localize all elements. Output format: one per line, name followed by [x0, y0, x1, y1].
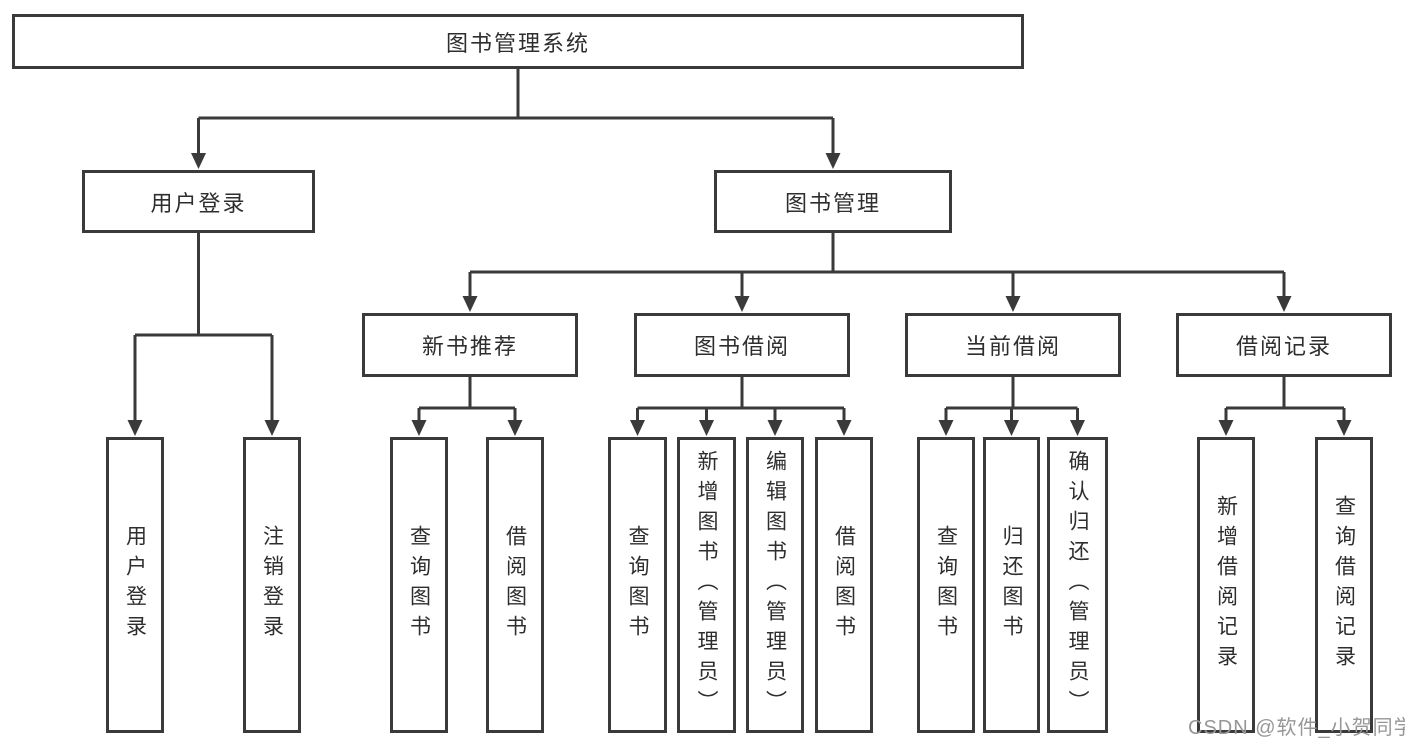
node-leaf-return-books: 归还图书	[983, 437, 1040, 733]
node-leaf-borrow-books-borrow: 借阅图书	[815, 437, 873, 733]
node-leaf-user-login: 用户登录	[106, 437, 164, 733]
node-leaf-edit-books-admin: 编辑图书（管理员）	[746, 437, 804, 733]
node-leaf-logout: 注销登录	[243, 437, 301, 733]
node-leaf-add-borrow-record: 新增借阅记录	[1197, 437, 1255, 733]
node-leaf-query-books-borrow: 查询图书	[608, 437, 667, 733]
node-current-borrow: 当前借阅	[905, 313, 1121, 377]
node-book-borrow: 图书借阅	[634, 313, 850, 377]
node-leaf-confirm-return-admin: 确认归还（管理员）	[1047, 437, 1108, 733]
node-user-login: 用户登录	[82, 170, 315, 233]
node-borrow-records: 借阅记录	[1176, 313, 1392, 377]
node-leaf-add-books-admin: 新增图书（管理员）	[677, 437, 736, 733]
node-new-book-recommend: 新书推荐	[362, 313, 578, 377]
node-system: 图书管理系统	[12, 14, 1024, 69]
node-leaf-query-books-current: 查询图书	[917, 437, 975, 733]
node-book-management: 图书管理	[714, 170, 952, 233]
edge-lines	[133, 69, 1346, 422]
csdn-watermark: CSDN @软件_小贺同学	[1188, 717, 1405, 739]
node-leaf-borrow-books-recommend: 借阅图书	[486, 437, 544, 733]
node-leaf-query-borrow-record: 查询借阅记录	[1315, 437, 1373, 733]
node-leaf-query-books-recommend: 查询图书	[390, 437, 448, 733]
